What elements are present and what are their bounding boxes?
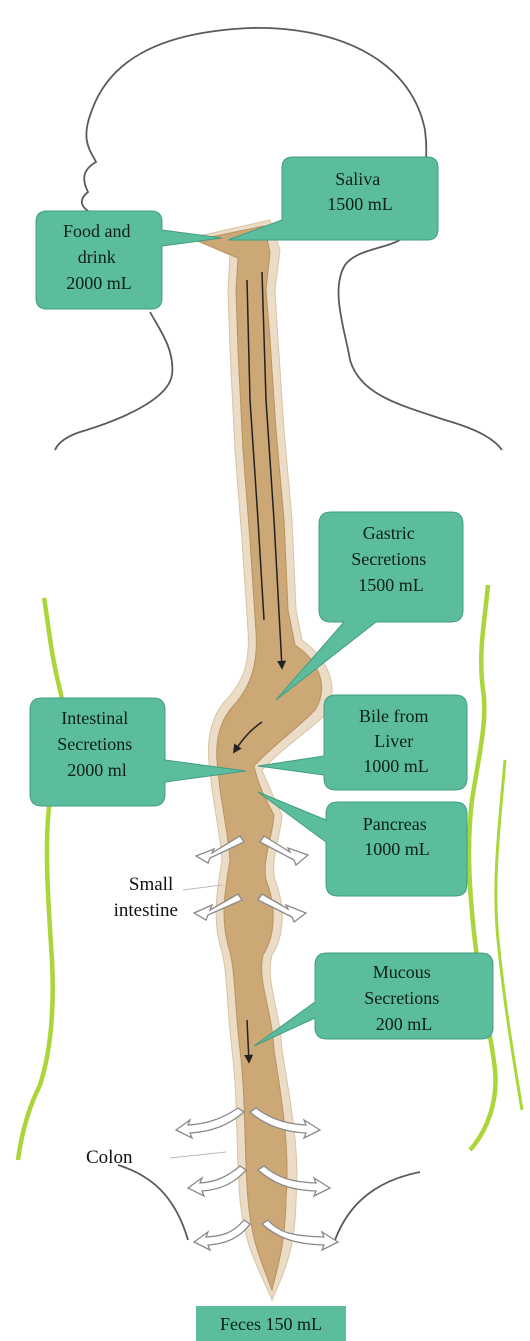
callout-text-line: 1000 mL bbox=[363, 756, 429, 776]
small-intestine-label-line: intestine bbox=[114, 900, 178, 921]
callout-text-line: Liver bbox=[374, 731, 413, 751]
callout-food-and-drink: Food and drink 2000 mL bbox=[36, 211, 222, 309]
feces-label: Feces 150 mL bbox=[220, 1314, 322, 1334]
neck-left-outline bbox=[55, 312, 172, 450]
callout-text-line: Food and bbox=[63, 221, 131, 241]
callout-text-line: 2000 ml bbox=[67, 760, 127, 780]
hip-left-outline bbox=[118, 1165, 188, 1240]
svg-text:Gastric Secretions: Gastric Secretions 1500 mL bbox=[351, 523, 430, 595]
callout-text-line: Pancreas bbox=[363, 814, 427, 834]
colon-label: Colon bbox=[86, 1147, 133, 1168]
callout-text-line: 1500 mL bbox=[327, 194, 393, 214]
callout-text-line: Secretions bbox=[57, 734, 132, 754]
callout-text-line: Secretions bbox=[364, 988, 439, 1008]
callout-text-line: Saliva bbox=[335, 169, 380, 189]
callout-text-line: Intestinal bbox=[61, 708, 128, 728]
hip-right-outline bbox=[335, 1172, 420, 1240]
callout-text-line: 1000 mL bbox=[364, 839, 430, 859]
callout-mucous: Mucous Secretions 200 mL bbox=[254, 953, 493, 1046]
callout-text-line: 2000 mL bbox=[66, 273, 132, 293]
callout-gastric: Gastric Secretions 1500 mL bbox=[276, 512, 463, 700]
callout-text-line: Secretions bbox=[351, 549, 426, 569]
absorption-arrow bbox=[188, 1166, 246, 1196]
callout-text-line: drink bbox=[78, 247, 116, 267]
callout-text-line: 1500 mL bbox=[358, 575, 424, 595]
feces-box: Feces 150 mL bbox=[196, 1306, 346, 1341]
torso-right-inner-outline bbox=[496, 760, 522, 1110]
callout-text-line: Bile from bbox=[359, 706, 429, 726]
callout-text-line: 200 mL bbox=[376, 1014, 433, 1034]
callout-text-line: Gastric bbox=[363, 523, 415, 543]
callout-text-line: Mucous bbox=[373, 962, 431, 982]
callout-pancreas: Pancreas 1000 mL bbox=[258, 792, 467, 896]
svg-text:Intestinal Secretions: Intestinal Secretions 2000 ml bbox=[57, 708, 136, 780]
small-intestine-leader bbox=[183, 885, 222, 890]
colon-leader bbox=[170, 1152, 226, 1158]
torso-left-outline bbox=[18, 598, 63, 1160]
small-intestine-label-line: Small bbox=[129, 874, 173, 895]
torso-right-outline bbox=[469, 585, 495, 1150]
absorption-arrow bbox=[194, 1220, 250, 1250]
small-intestine-label: Small intestine bbox=[114, 874, 178, 921]
svg-text:Mucous Secretions: Mucous Secretions 200 mL bbox=[364, 962, 443, 1034]
absorption-arrow bbox=[176, 1108, 244, 1138]
